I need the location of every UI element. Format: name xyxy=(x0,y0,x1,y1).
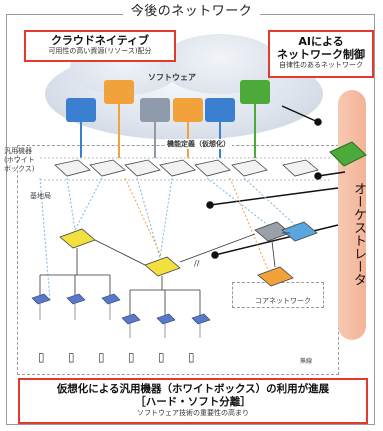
control-line xyxy=(317,171,346,177)
dashed-link xyxy=(39,177,51,301)
orchestrated-switch xyxy=(329,141,367,167)
tree-link xyxy=(179,233,256,263)
vnf-block xyxy=(173,98,203,122)
general-equipment-label: 汎用機器 (ホワイト ボックス) xyxy=(4,147,35,174)
dashed-link xyxy=(136,177,161,259)
ai-network-title-line2: ネットワーク制御 xyxy=(277,48,365,61)
bottom-summary-box: 仮想化による汎用機器（ホワイトボックス）の利用が進展 ［ハード・ソフト分離］ ソ… xyxy=(18,378,368,424)
vnf-block xyxy=(240,80,270,104)
access-device xyxy=(121,313,141,325)
cloud-native-title: クラウドネイティブ xyxy=(50,34,150,47)
core-switch xyxy=(257,266,294,287)
access-device xyxy=(66,293,86,305)
break-mark: // xyxy=(194,259,200,268)
function-definition-label: 機能定義（仮想化） xyxy=(165,139,232,149)
access-device xyxy=(191,313,211,325)
vnf-block xyxy=(66,98,96,122)
diagram-title: 今後のネットワーク xyxy=(0,0,383,19)
dashed-link xyxy=(229,177,269,271)
wireless-label: 無線 xyxy=(300,358,313,365)
bottom-line2: ［ハード・ソフト分離］ xyxy=(135,396,251,408)
access-device xyxy=(31,293,51,305)
dashed-link xyxy=(206,177,269,226)
dashed-link xyxy=(66,177,76,231)
control-dot xyxy=(206,201,214,209)
phone-icon: ▯ xyxy=(38,350,45,364)
cloud-native-box: クラウドネイティブ 可用性の高い資源(リソース)配分 xyxy=(24,30,176,62)
control-line xyxy=(209,187,339,206)
phone-icon: ▯ xyxy=(98,350,105,364)
base-switch xyxy=(59,228,96,249)
vnf-block xyxy=(140,98,170,122)
control-line xyxy=(281,105,319,123)
access-device xyxy=(101,293,121,305)
ai-network-subtitle: 自律性のあるネットワーク xyxy=(279,61,363,69)
whitebox-switch xyxy=(231,159,268,177)
vnf-block xyxy=(104,80,134,104)
control-dot xyxy=(314,172,322,180)
whitebox-switch xyxy=(54,159,91,177)
ai-network-title-line1: AIによる xyxy=(298,35,344,48)
phone-icon: ▯ xyxy=(68,350,75,364)
phone-icon: ▯ xyxy=(128,350,135,364)
control-dot xyxy=(211,251,219,259)
dashed-link xyxy=(124,177,163,259)
base-switch xyxy=(144,256,181,277)
phone-icon: ▯ xyxy=(188,350,195,364)
phone-icon: ▯ xyxy=(158,350,165,364)
whitebox-switch xyxy=(89,159,126,177)
whitebox-switch xyxy=(282,159,319,177)
access-device xyxy=(156,313,176,325)
core-network-label: コアネットワーク xyxy=(255,297,311,305)
general-equipment-line: ボックス) xyxy=(4,165,35,173)
whitebox-switch xyxy=(194,159,231,177)
control-line xyxy=(214,224,339,256)
core-switch xyxy=(281,221,318,242)
bottom-line3: ソフトウェア技術の重要性の高まり xyxy=(137,409,249,417)
ai-network-box: AIによる ネットワーク制御 自律性のあるネットワーク xyxy=(268,30,374,78)
control-dot xyxy=(314,118,322,126)
general-equipment-line: 汎用機器 xyxy=(4,147,32,155)
tree-link xyxy=(94,239,146,266)
whitebox-switch xyxy=(124,159,161,177)
dashed-link xyxy=(159,177,173,259)
bottom-line1: 仮想化による汎用機器（ホワイトボックス）の利用が進展 xyxy=(56,383,330,395)
tree-link xyxy=(271,240,276,268)
vnf-block xyxy=(205,98,235,122)
whitebox-switch xyxy=(159,159,196,177)
dashed-link xyxy=(74,177,103,231)
general-equipment-line: (ホワイト xyxy=(4,156,35,164)
orchestrator-label: オーケストレータ xyxy=(351,182,366,286)
software-label: ソフトウェア xyxy=(148,73,196,82)
dashed-link xyxy=(243,177,296,226)
base-station-label: 基地局 xyxy=(30,192,51,200)
cloud-native-subtitle: 可用性の高い資源(リソース)配分 xyxy=(48,47,152,55)
orchestrator-bar xyxy=(338,90,366,340)
